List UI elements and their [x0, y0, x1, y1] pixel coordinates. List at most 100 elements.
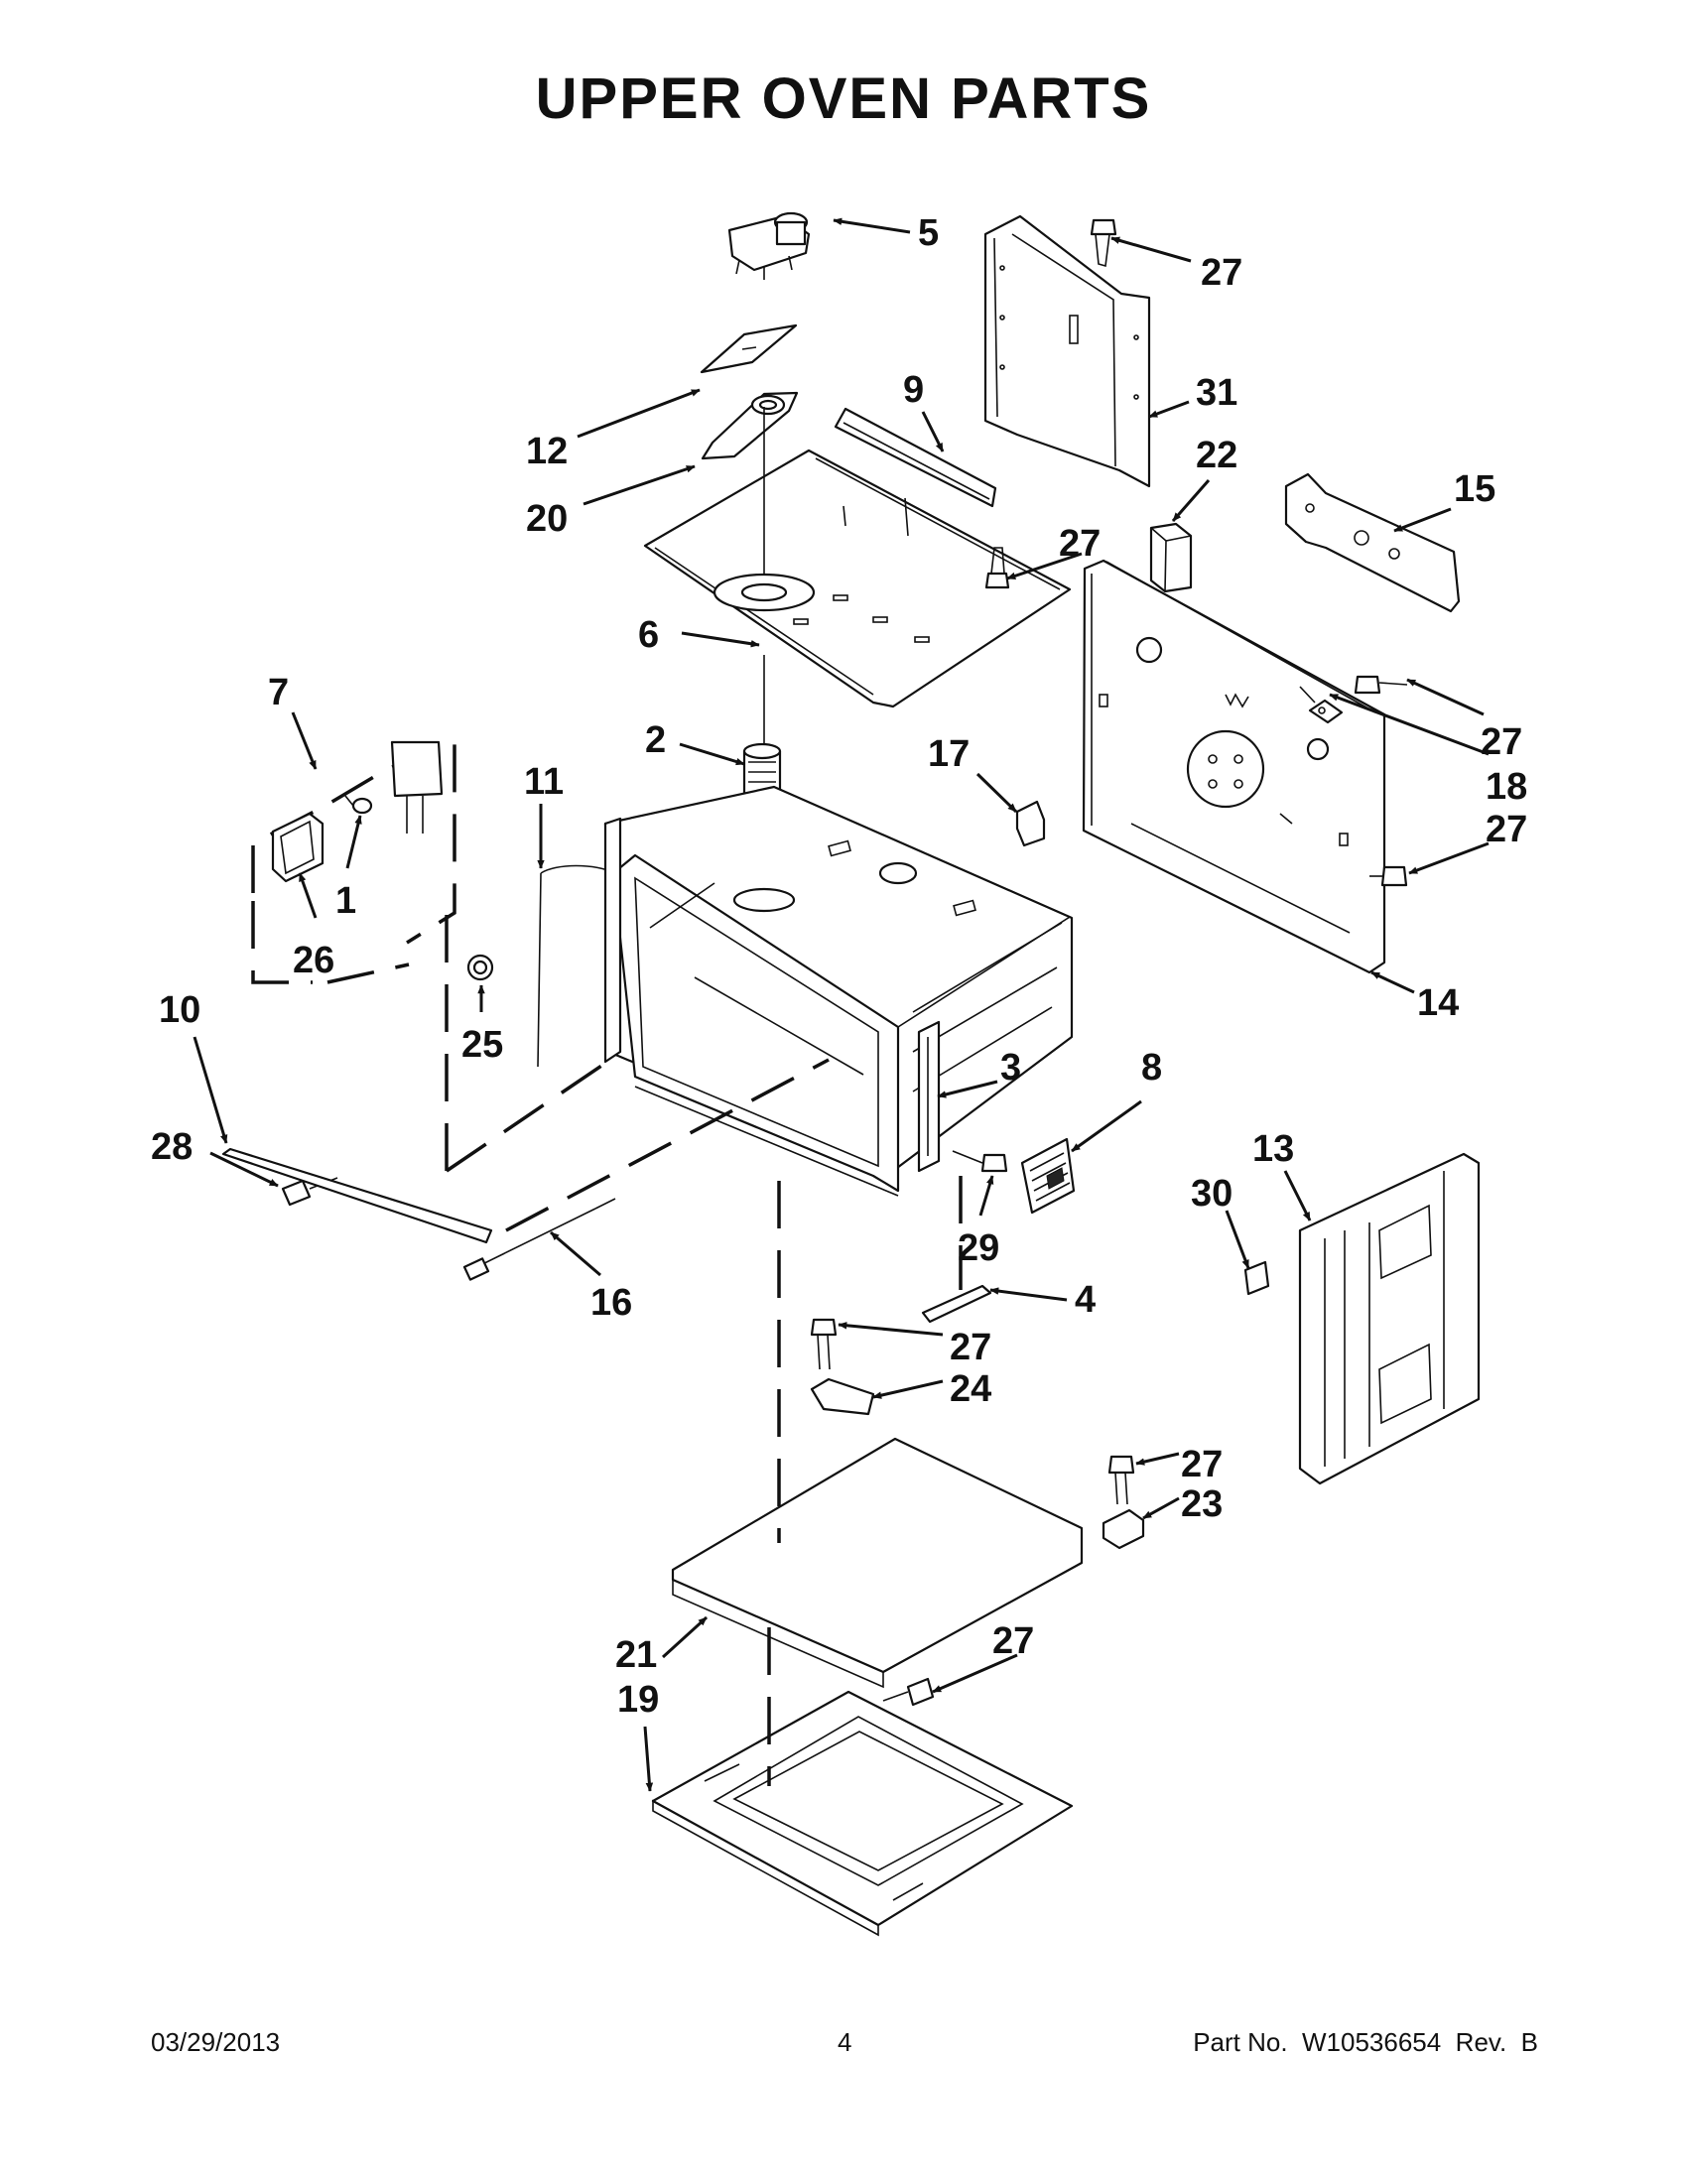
callout-24: 24 — [872, 1368, 991, 1410]
callout-label: 6 — [638, 614, 659, 656]
callout-12: 12 — [526, 388, 701, 472]
callout-label: 27 — [992, 1620, 1034, 1662]
callout-27-sensor: 27 — [1406, 678, 1522, 763]
callout-label: 27 — [1201, 252, 1242, 294]
part-27-screw-21 — [882, 1677, 935, 1707]
part-25-plug — [466, 954, 494, 981]
callout-label: 2 — [645, 719, 666, 761]
callout-2: 2 — [645, 719, 745, 766]
footer-page-number: 4 — [838, 2027, 852, 2057]
callout-label: 27 — [950, 1327, 991, 1368]
callout-label: 3 — [1000, 1047, 1021, 1089]
part-27-screw-23 — [1107, 1455, 1135, 1505]
callout-label: 27 — [1181, 1444, 1223, 1485]
callout-16: 16 — [550, 1230, 632, 1324]
part-27-screw-24 — [810, 1318, 838, 1370]
part-20-bracket — [701, 391, 799, 460]
callout-label: 11 — [524, 761, 564, 803]
callout-label: 20 — [526, 498, 568, 540]
callout-21: 21 — [615, 1615, 709, 1676]
callout-label: 5 — [918, 212, 939, 254]
callout-10: 10 — [159, 989, 228, 1144]
callout-label: 22 — [1196, 435, 1237, 476]
part-16-probe — [462, 1198, 616, 1281]
callout-23: 23 — [1142, 1483, 1223, 1525]
part-27-screw-rear — [1369, 865, 1408, 887]
callout-label: 10 — [159, 989, 200, 1031]
callout-27-21: 27 — [932, 1620, 1034, 1694]
callout-22: 22 — [1171, 435, 1237, 522]
callout-1: 1 — [335, 815, 362, 922]
callout-label: 27 — [1059, 523, 1101, 565]
part-10-trim-strip — [221, 1147, 493, 1244]
callout-label: 9 — [903, 369, 924, 411]
callout-20: 20 — [526, 464, 696, 540]
part-23-bracket — [1102, 1508, 1145, 1550]
callout-26: 26 — [293, 872, 334, 981]
callout-label: 24 — [950, 1368, 991, 1410]
oven-cavity — [603, 785, 1074, 1197]
part-17-clip — [1015, 800, 1046, 847]
part-19-bottom-pan — [651, 1690, 1074, 1937]
callout-label: 23 — [1181, 1483, 1223, 1525]
part-22-box-bracket — [1149, 522, 1193, 593]
callout-15: 15 — [1393, 468, 1495, 533]
callout-label: 25 — [461, 1024, 503, 1066]
part-7-control-kit — [251, 739, 456, 984]
part-4-bracket — [921, 1284, 992, 1324]
callout-label: 31 — [1196, 372, 1237, 414]
callout-label: 1 — [335, 880, 356, 922]
part-9-upper-shield — [834, 407, 997, 508]
part-27-screw-plate — [984, 547, 1010, 589]
callout-11: 11 — [524, 761, 564, 869]
callout-5: 5 — [833, 212, 939, 254]
callout-label: 8 — [1141, 1047, 1162, 1089]
callout-6: 6 — [638, 614, 760, 656]
callout-17: 17 — [928, 733, 1018, 814]
callout-30: 30 — [1191, 1173, 1250, 1269]
callout-label: 7 — [268, 672, 289, 713]
callout-27-plate: 27 — [1006, 523, 1101, 580]
callout-label: 12 — [526, 431, 568, 472]
part-3-side-bracket — [917, 1020, 941, 1173]
callout-label: 18 — [1486, 766, 1527, 808]
callout-4: 4 — [989, 1279, 1096, 1321]
callout-28: 28 — [151, 1126, 279, 1188]
part-5-motor-switch — [727, 211, 811, 280]
part-29-screw — [952, 1150, 1008, 1173]
footer-part-number: Part No. W10536654 Rev. B — [1193, 2027, 1538, 2057]
callout-label: 16 — [590, 1282, 632, 1324]
callout-label: 27 — [1486, 809, 1527, 850]
part-27-screw-top — [1090, 218, 1117, 268]
callout-27-top: 27 — [1110, 236, 1242, 294]
callout-label: 4 — [1075, 1279, 1096, 1321]
footer-date: 03/29/2013 — [151, 2027, 281, 2057]
callout-label: 17 — [928, 733, 970, 775]
part-13-side-panel — [1298, 1152, 1481, 1485]
callout-label: 29 — [958, 1227, 999, 1269]
callout-13: 13 — [1252, 1128, 1312, 1221]
part-14-rear-panel — [1082, 559, 1386, 974]
part-2-fan — [742, 655, 782, 810]
callout-label: 14 — [1417, 982, 1459, 1024]
callout-7: 7 — [268, 672, 318, 770]
alignment-lines — [445, 915, 963, 1786]
callout-27-23: 27 — [1135, 1444, 1223, 1485]
part-12-bracket — [700, 323, 798, 374]
callout-31: 31 — [1148, 372, 1237, 419]
callout-label: 13 — [1252, 1128, 1294, 1170]
callout-29: 29 — [958, 1175, 999, 1269]
callout-label: 28 — [151, 1126, 193, 1168]
callout-27-rear: 27 — [1408, 809, 1527, 875]
part-24-bracket — [810, 1377, 875, 1416]
part-8-vent — [1020, 1137, 1076, 1215]
part-21-lower-tray — [671, 1437, 1084, 1689]
part-6-top-plate — [643, 407, 1072, 708]
callout-label: 30 — [1191, 1173, 1233, 1215]
part-18-sensor — [1299, 686, 1344, 724]
callout-label: 19 — [617, 1679, 659, 1721]
part-27-screw-sensor — [1354, 675, 1408, 695]
callout-label: 27 — [1481, 721, 1522, 763]
